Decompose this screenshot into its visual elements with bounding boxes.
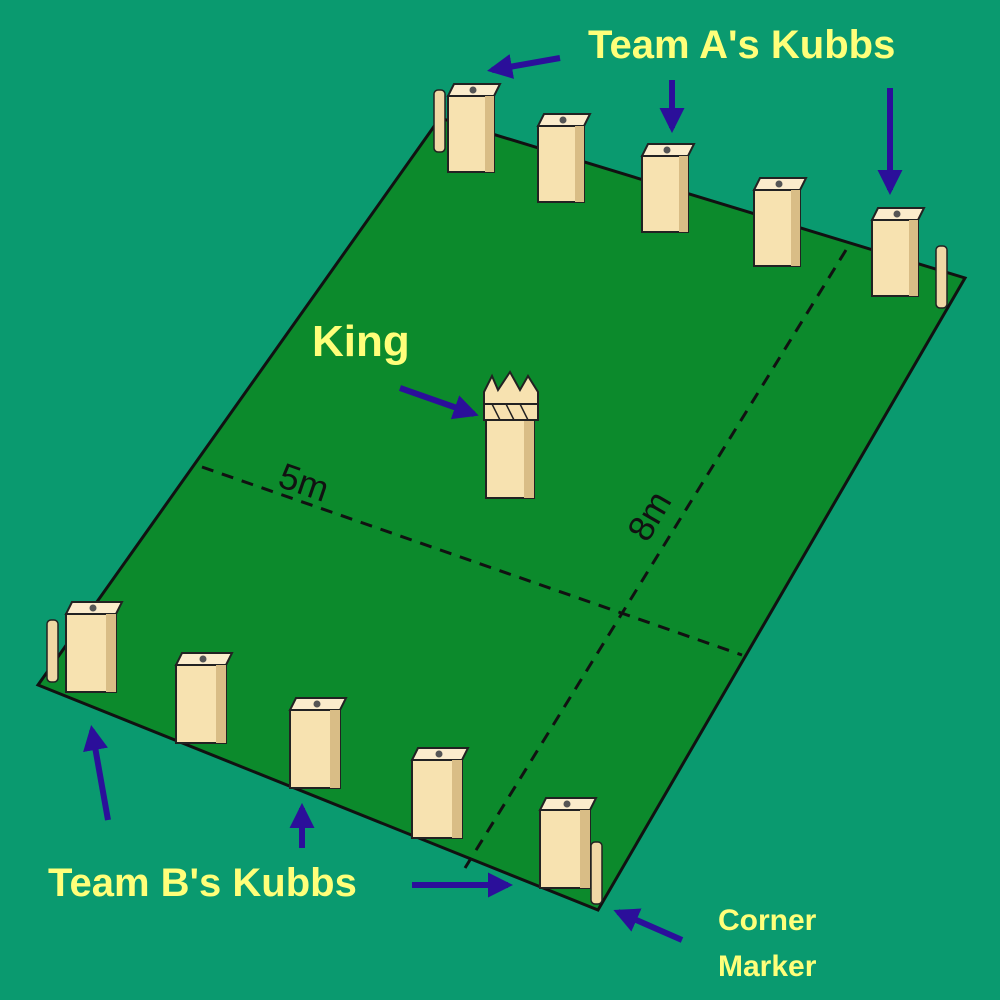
team-a-kubb <box>536 113 592 203</box>
team-a-kubb <box>752 177 808 267</box>
team-b-kubb <box>538 797 598 889</box>
team-a-label: Team A's Kubbs <box>588 23 895 67</box>
arrow-icon <box>399 385 479 420</box>
team-b-label: Team B's Kubbs <box>48 861 357 905</box>
team-b-kubb <box>174 652 234 744</box>
corner-marker <box>935 245 948 309</box>
pitch <box>35 116 968 912</box>
team-a-kubb <box>870 207 926 297</box>
king-piece <box>483 370 539 499</box>
center-line <box>201 465 743 657</box>
length-line <box>463 249 848 869</box>
arrow-icon <box>613 908 684 943</box>
arrow-icon <box>83 725 111 821</box>
team-b-kubb <box>410 747 470 839</box>
arrow-icon <box>487 54 561 79</box>
corner-marker-label-line2: Marker <box>718 950 817 983</box>
team-a-kubb <box>446 83 502 173</box>
corner-marker <box>590 841 603 905</box>
corner-marker-label-line1: Corner <box>718 904 817 937</box>
team-b-kubb <box>288 697 348 789</box>
king-label: King <box>312 317 410 366</box>
corner-marker <box>433 89 446 153</box>
team-a-kubb <box>640 143 696 233</box>
corner-marker <box>46 619 59 683</box>
team-b-kubb <box>64 601 124 693</box>
